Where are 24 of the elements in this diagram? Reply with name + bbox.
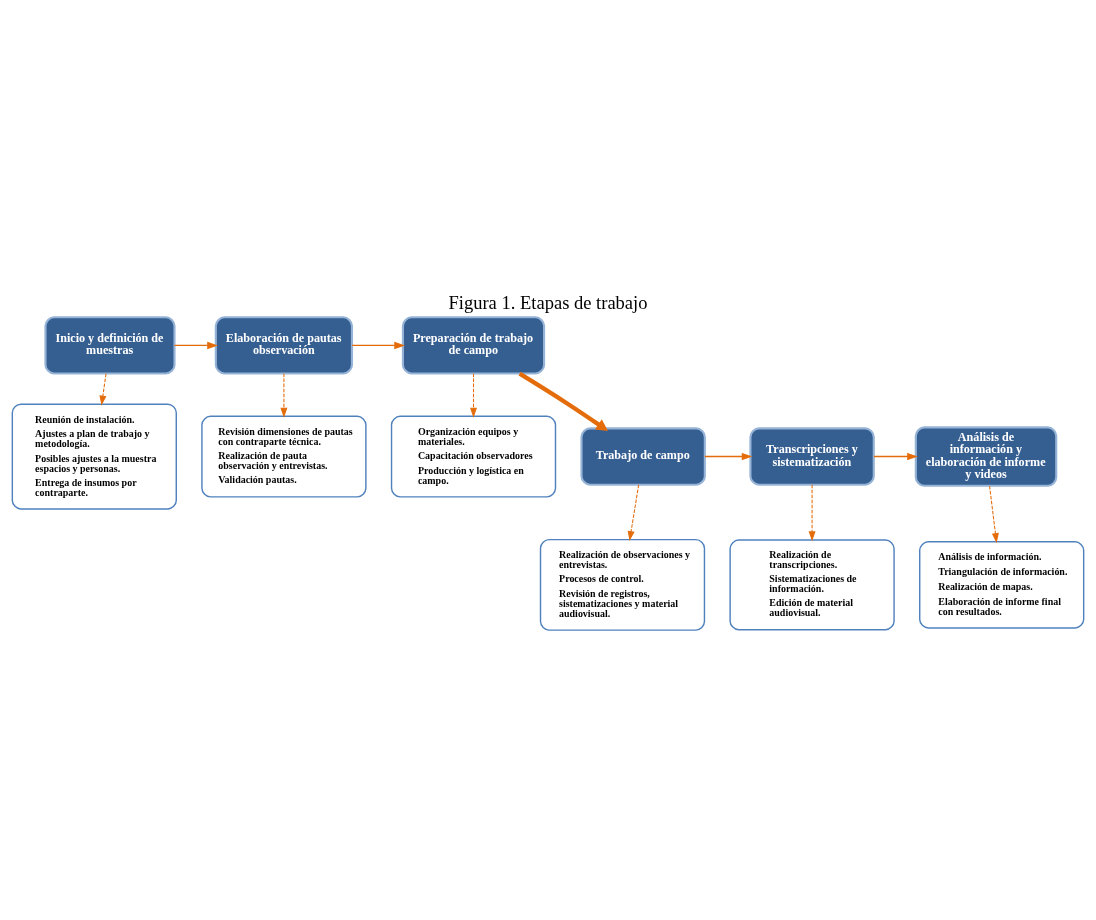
arrow [808,483,816,541]
node-box: Organización equipos y materiales. Capacitación observadores Producción y logística en campo. [390,415,557,498]
node-box: Análisis de información y elaboración de informe y videos [914,425,1058,487]
node-box: Inicio y definición de muestras [44,315,176,375]
arrow [99,372,107,406]
node-box: Reunión de instalación. Ajustes a plan de trabajo y metodología. Posibles ajustes a la muestra espacios y personas. Entrega de insumos por contraparte. [11,402,177,510]
node-box: Revisión dimensiones de pautas con contraparte técnica. Realización de pauta observación y entrevistas. Validación pautas. [201,415,367,498]
arrow [873,452,918,460]
node-box: Preparación de trabajo de campo [401,315,546,375]
arrow [280,372,288,418]
diagram-title: Figura 1. Etapas de trabajo [448,291,648,313]
node-box: Realización de observaciones y entrevistas. Procesos de control. Revisión de registros, sistematizaciones y material audiovisual. [539,538,706,631]
arrow [704,452,753,460]
arrow [518,371,608,431]
node-box: Elaboración de pautas observación [214,315,354,375]
arrow [470,372,477,418]
node-box: Trabajo de campo [580,426,706,486]
arrow [627,483,640,541]
arrow [173,341,218,349]
node-box: Realización de transcripciones. Sistematizaciones de información. Edición de material audiovisual. [729,538,895,630]
node-box: Análisis de información. Triangulación de información. Realización de mapas. Elaboración de informe final con resultados. [919,540,1085,629]
node-box: Transcripciones y sistematización [749,426,875,486]
arrow [989,485,999,543]
arrow [351,341,405,349]
